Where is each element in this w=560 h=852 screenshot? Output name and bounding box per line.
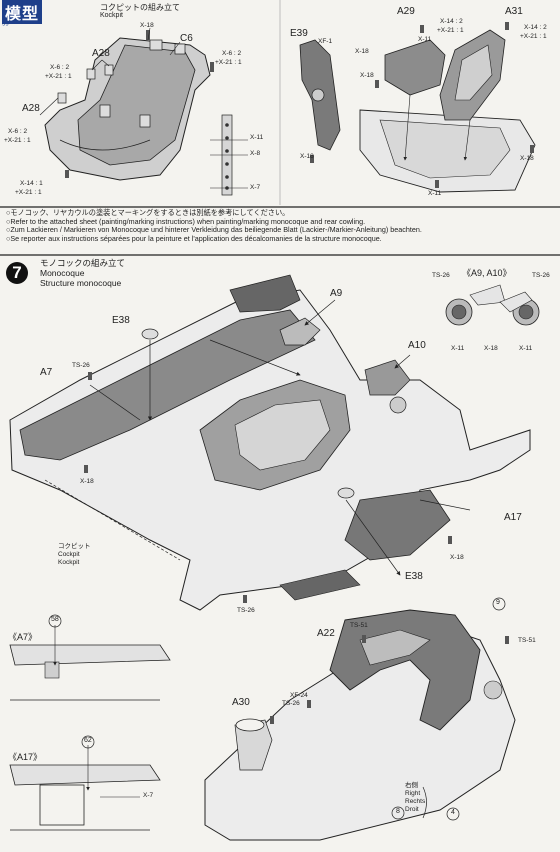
step-title-en: Monocoque — [40, 267, 85, 278]
paint-xf1: XF-1 — [318, 38, 333, 45]
screw-x6-2-left: X-6 : 2 — [50, 64, 70, 71]
rear-assembly-drawing — [299, 29, 536, 193]
monocoque-drawing — [9, 274, 531, 611]
top-section-subtitle: Kockpit — [100, 12, 123, 19]
paint-ts51-a: TS-51 — [350, 622, 368, 629]
marker-58: 58 — [51, 616, 59, 623]
body-cowl-drawing — [204, 609, 516, 841]
note-fr: ○Se reporter aux instructions séparées p… — [6, 233, 382, 243]
part-label-a28-lower: A28 — [22, 103, 40, 114]
part-label-a10: A10 — [408, 340, 426, 351]
paint-ts26-b: TS-26 — [432, 272, 450, 279]
screw-x6-2: X-6 : 2 — [222, 50, 242, 57]
note-de: ○Zum Lackieren / Markieren von Monocoque… — [6, 225, 422, 235]
painting-notes: ○モノコック、リヤカウルの塗装とマーキングをするときは別紙を参考にしてください。… — [6, 208, 554, 243]
step-title: モノコックの組み立て Monocoque Structure monocoque — [40, 258, 126, 288]
screw-x18-a7: X-18 — [80, 478, 94, 485]
screw-x21-1-left: +X-21 : 1 — [45, 73, 72, 80]
screw-x8: X-8 — [250, 150, 261, 157]
note-jp: ○モノコック、リヤカウルの塗装とマーキングをするときは別紙を参考にしてください。 — [6, 208, 290, 217]
screw-x14-2-right: X-14 : 2 — [524, 24, 547, 31]
paint-ts51-b: TS-51 — [518, 637, 536, 644]
part-label-a17: A17 — [504, 512, 522, 523]
screw-x21-1-lower: +X-21 : 1 — [4, 137, 31, 144]
screw-x21-1-rear: +X-21 : 1 — [437, 27, 464, 34]
screw-x21-1-bottom: +X-21 : 1 — [15, 189, 42, 196]
marker-4: 4 — [451, 809, 455, 816]
part-label-a30: A30 — [232, 697, 250, 708]
side-label: 右側 Right Rechts Droit — [405, 782, 426, 813]
part-label-a31: A31 — [505, 6, 523, 17]
screw-x18: X-18 — [140, 22, 154, 29]
screw-x18-a17: X-18 — [450, 554, 464, 561]
a17-detail-drawing — [9, 745, 161, 831]
part-label-a29: A29 — [397, 6, 415, 17]
screw-x18-rear-3: X-18 — [300, 153, 314, 160]
screw-x18-rear: X-18 — [355, 48, 369, 55]
screw-x18-rear-4: X-18 — [520, 155, 534, 162]
part-label-a9-a10: 《A9, A10》 — [462, 268, 512, 278]
part-label-e38: E38 — [112, 315, 130, 326]
screw-x7-detail: X-7 — [143, 792, 154, 799]
part-label-c6: C6 — [180, 33, 193, 44]
paint-ts26-c: TS-26 — [532, 272, 550, 279]
step-title-de: Structure monocoque — [40, 277, 122, 288]
step-number-badge: 7 — [6, 262, 28, 284]
detail-label-a7: 《A7》 — [8, 632, 38, 642]
part-label-a7: A7 — [40, 367, 53, 378]
screw-x21-1-right: +X-21 : 1 — [520, 33, 547, 40]
screw-x14-2: X-14 : 2 — [440, 18, 463, 25]
screw-x6-2-lower: X-6 : 2 — [8, 128, 28, 135]
a9-a10-detail — [445, 284, 540, 326]
part-label-e39: E39 — [290, 28, 308, 39]
screw-x18-rear-2: X-18 — [360, 72, 374, 79]
screw-x11-wheel-b: X-11 — [519, 345, 533, 352]
screw-x11-rear-bottom: X-11 — [428, 190, 442, 197]
marker-9: 9 — [496, 599, 500, 606]
screw-x14-1: X-14 : 1 — [20, 180, 43, 187]
screw-x7: X-7 — [250, 184, 261, 191]
watermark-url: ggm.shou.com — [2, 20, 42, 26]
paint-ts26-d: TS-26 — [237, 607, 255, 614]
paint-ts26-a: TS-26 — [72, 362, 90, 369]
paint-ts26-e: TS-26 — [282, 700, 300, 707]
screw-x11: X-11 — [250, 134, 264, 141]
screw-x11-rear: X-11 — [418, 36, 432, 43]
screw-x18-wheel: X-18 — [484, 345, 498, 352]
screw-x11-wheel-a: X-11 — [451, 345, 465, 352]
watermark-brand: 模型 — [2, 0, 43, 24]
marker-8: 8 — [396, 808, 400, 815]
detail-label-a17: 《A17》 — [8, 752, 43, 762]
part-label-a22: A22 — [317, 628, 335, 639]
marker-62: 62 — [84, 737, 92, 744]
part-label-e38-lower: E38 — [405, 571, 423, 582]
part-label-a9: A9 — [330, 288, 343, 299]
a7-detail-drawing — [9, 625, 171, 701]
screw-x21-1: +X-21 : 1 — [215, 59, 242, 66]
cockpit-label: コクピット Cockpit Kockpit — [58, 543, 91, 566]
step-title-jp: モノコックの組み立て — [40, 258, 126, 268]
paint-xf24: XF-24 — [290, 692, 308, 699]
note-en: ○Refer to the attached sheet (painting/m… — [6, 216, 366, 226]
part-label-a28: A28 — [92, 48, 110, 59]
watermark-logo: 模型 ggm.shou.com — [0, 0, 64, 26]
cockpit-tub-drawing — [44, 37, 211, 181]
top-section-title: コクピットの組み立て — [100, 3, 180, 12]
